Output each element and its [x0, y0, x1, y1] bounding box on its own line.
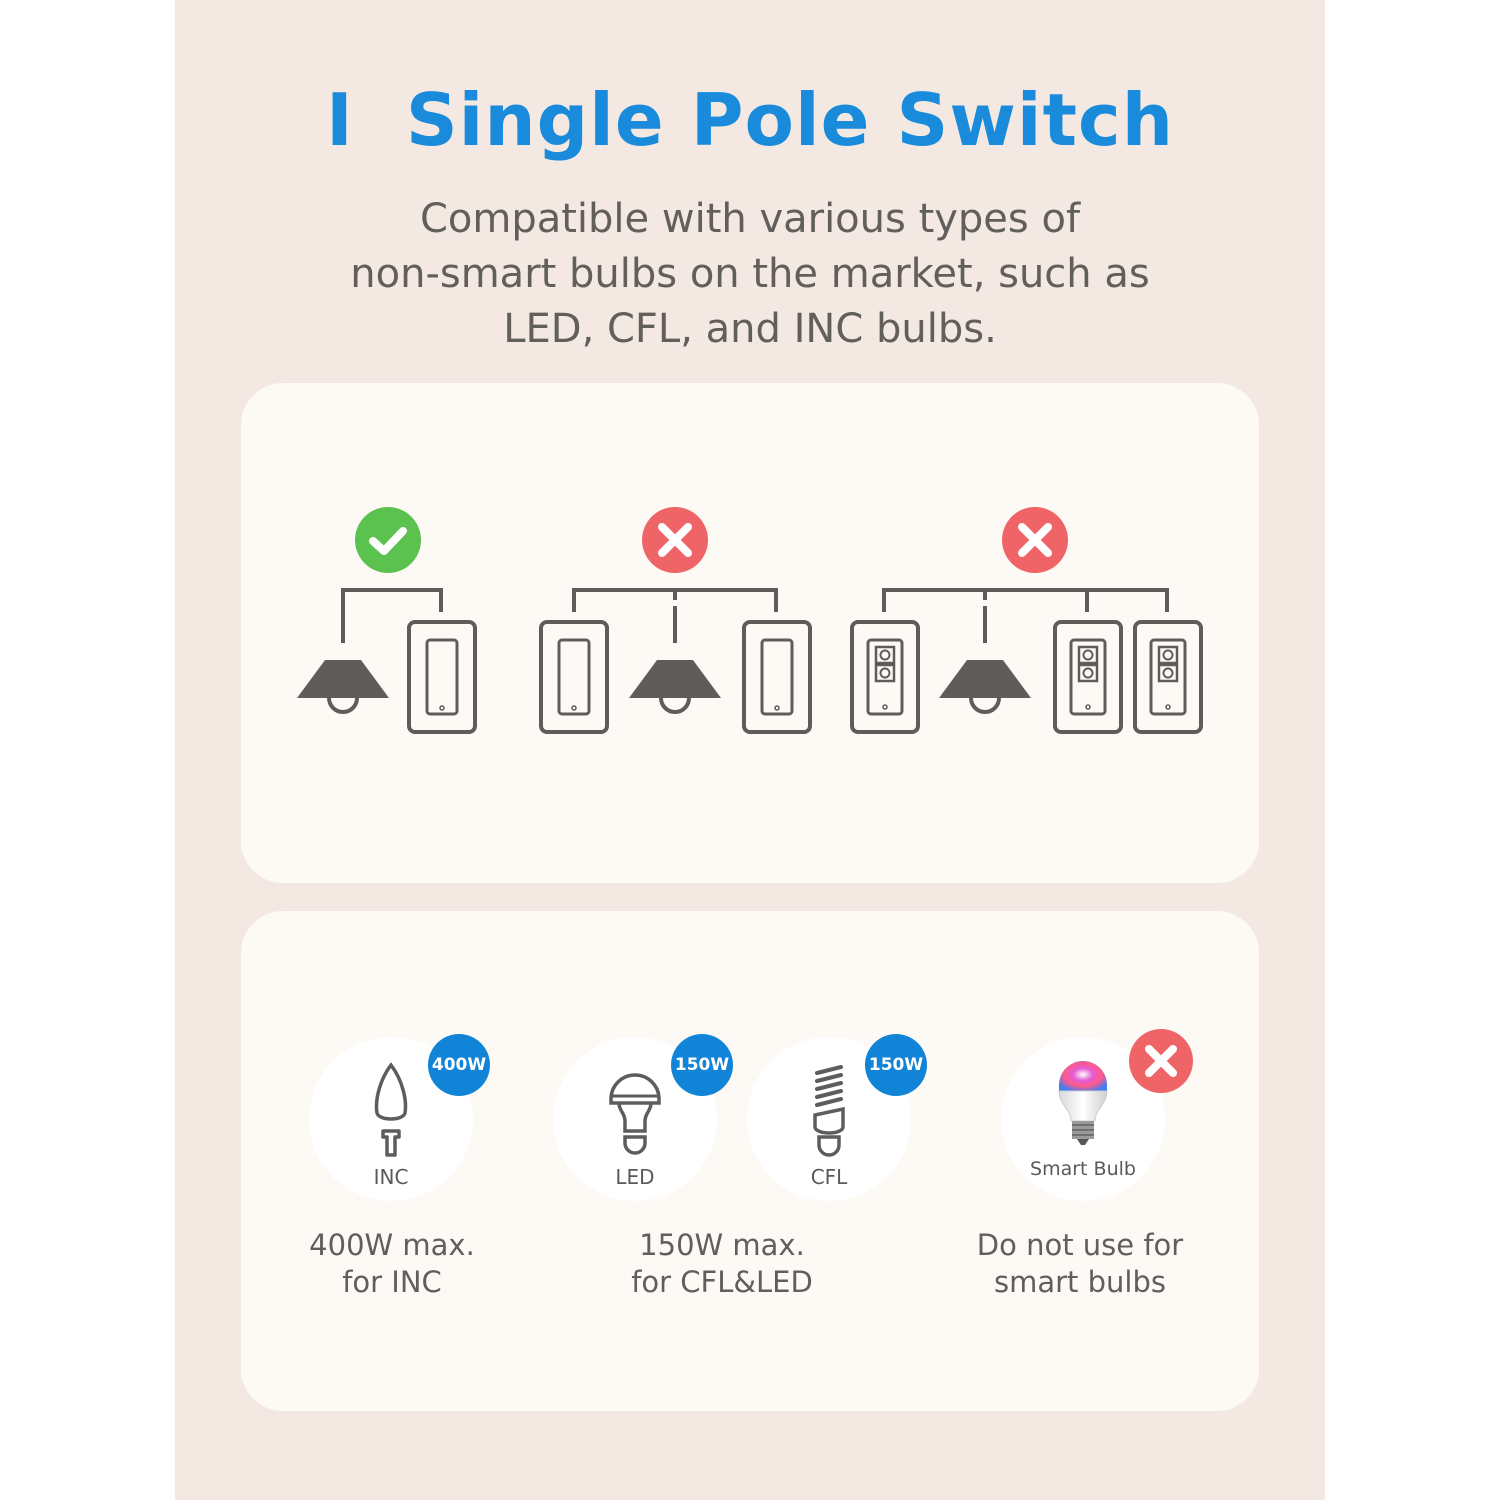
- x-icon: [1129, 1029, 1193, 1093]
- smart-bulb-icon: [1058, 1061, 1108, 1145]
- bulb-smart: Smart Bulb: [1001, 1037, 1165, 1201]
- candle-bulb-icon: [374, 1062, 408, 1157]
- caption-line: Do not use for: [976, 1228, 1184, 1262]
- section-numeral: I: [326, 78, 354, 162]
- bulb-label: CFL: [810, 1165, 848, 1189]
- x-icon: [642, 507, 708, 573]
- caption-line: smart bulbs: [993, 1265, 1166, 1299]
- check-icon: [355, 507, 421, 573]
- title-text: Single Pole Switch: [405, 78, 1174, 162]
- wattage-badge: 150W: [865, 1034, 927, 1096]
- subtitle-line: LED, CFL, and INC bulbs.: [503, 306, 997, 352]
- caption-line: for CFL&LED: [631, 1265, 813, 1299]
- lamp-icon: [937, 658, 1033, 714]
- caption-inc: 400W max. for INC: [272, 1227, 512, 1301]
- wattage-badge: 400W: [428, 1034, 490, 1096]
- x-icon: [1002, 507, 1068, 573]
- switch-icon: [1133, 620, 1203, 734]
- subtitle-line: non-smart bulbs on the market, such as: [350, 251, 1150, 297]
- switch-icon: [1053, 620, 1123, 734]
- caption-line: 400W max.: [309, 1228, 475, 1262]
- led-bulb-icon: [609, 1073, 661, 1155]
- page-title: I Single Pole Switch: [0, 78, 1500, 162]
- wattage-badge: 150W: [671, 1034, 733, 1096]
- switch-icon: [850, 620, 920, 734]
- subtitle-line: Compatible with various types of: [419, 196, 1081, 242]
- switch-icon: [742, 620, 812, 734]
- bulb-label: Smart Bulb: [1030, 1158, 1136, 1180]
- wiring-option-2: [539, 507, 812, 734]
- switch-icon: [407, 620, 477, 734]
- caption-cfl-led: 150W max. for CFL&LED: [590, 1227, 854, 1301]
- lamp-icon: [627, 658, 723, 714]
- wiring-option-1: [295, 507, 477, 734]
- bulb-label: INC: [373, 1165, 409, 1189]
- wiring-option-3: [850, 507, 1203, 734]
- subtitle: Compatible with various types of non-sma…: [0, 192, 1500, 357]
- wiring-diagrams: [295, 507, 1203, 734]
- bulb-label: LED: [615, 1165, 655, 1189]
- lamp-icon: [295, 658, 391, 714]
- caption-smart: Do not use for smart bulbs: [950, 1227, 1210, 1301]
- switch-icon: [539, 620, 609, 734]
- cfl-bulb-icon: [813, 1065, 845, 1157]
- caption-line: 150W max.: [639, 1228, 805, 1262]
- caption-line: for INC: [342, 1265, 442, 1299]
